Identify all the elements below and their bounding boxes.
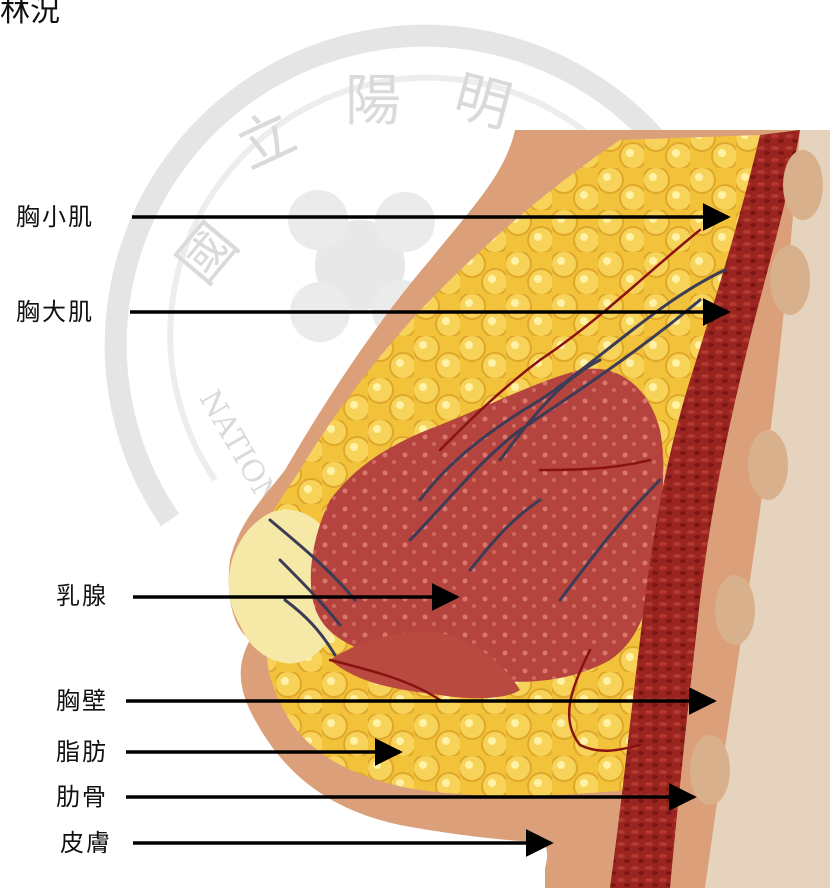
rib-5 [690, 735, 730, 805]
watermark-char-4: 明 [447, 64, 518, 141]
label-pectoralis-minor: 胸小肌 [16, 205, 94, 229]
watermark-char-3: 陽 [345, 69, 401, 134]
label-mammary-gland: 乳腺 [56, 584, 108, 608]
label-pectoralis-major: 胸大肌 [16, 300, 94, 324]
label-fat: 脂肪 [56, 740, 108, 764]
label-skin: 皮膚 [60, 831, 112, 855]
label-rib: 肋骨 [56, 785, 108, 809]
rib-2 [770, 245, 810, 315]
rib-3 [748, 430, 788, 500]
rib-4 [715, 575, 755, 645]
rib-1 [783, 150, 823, 220]
label-chest-wall: 胸壁 [56, 689, 108, 713]
